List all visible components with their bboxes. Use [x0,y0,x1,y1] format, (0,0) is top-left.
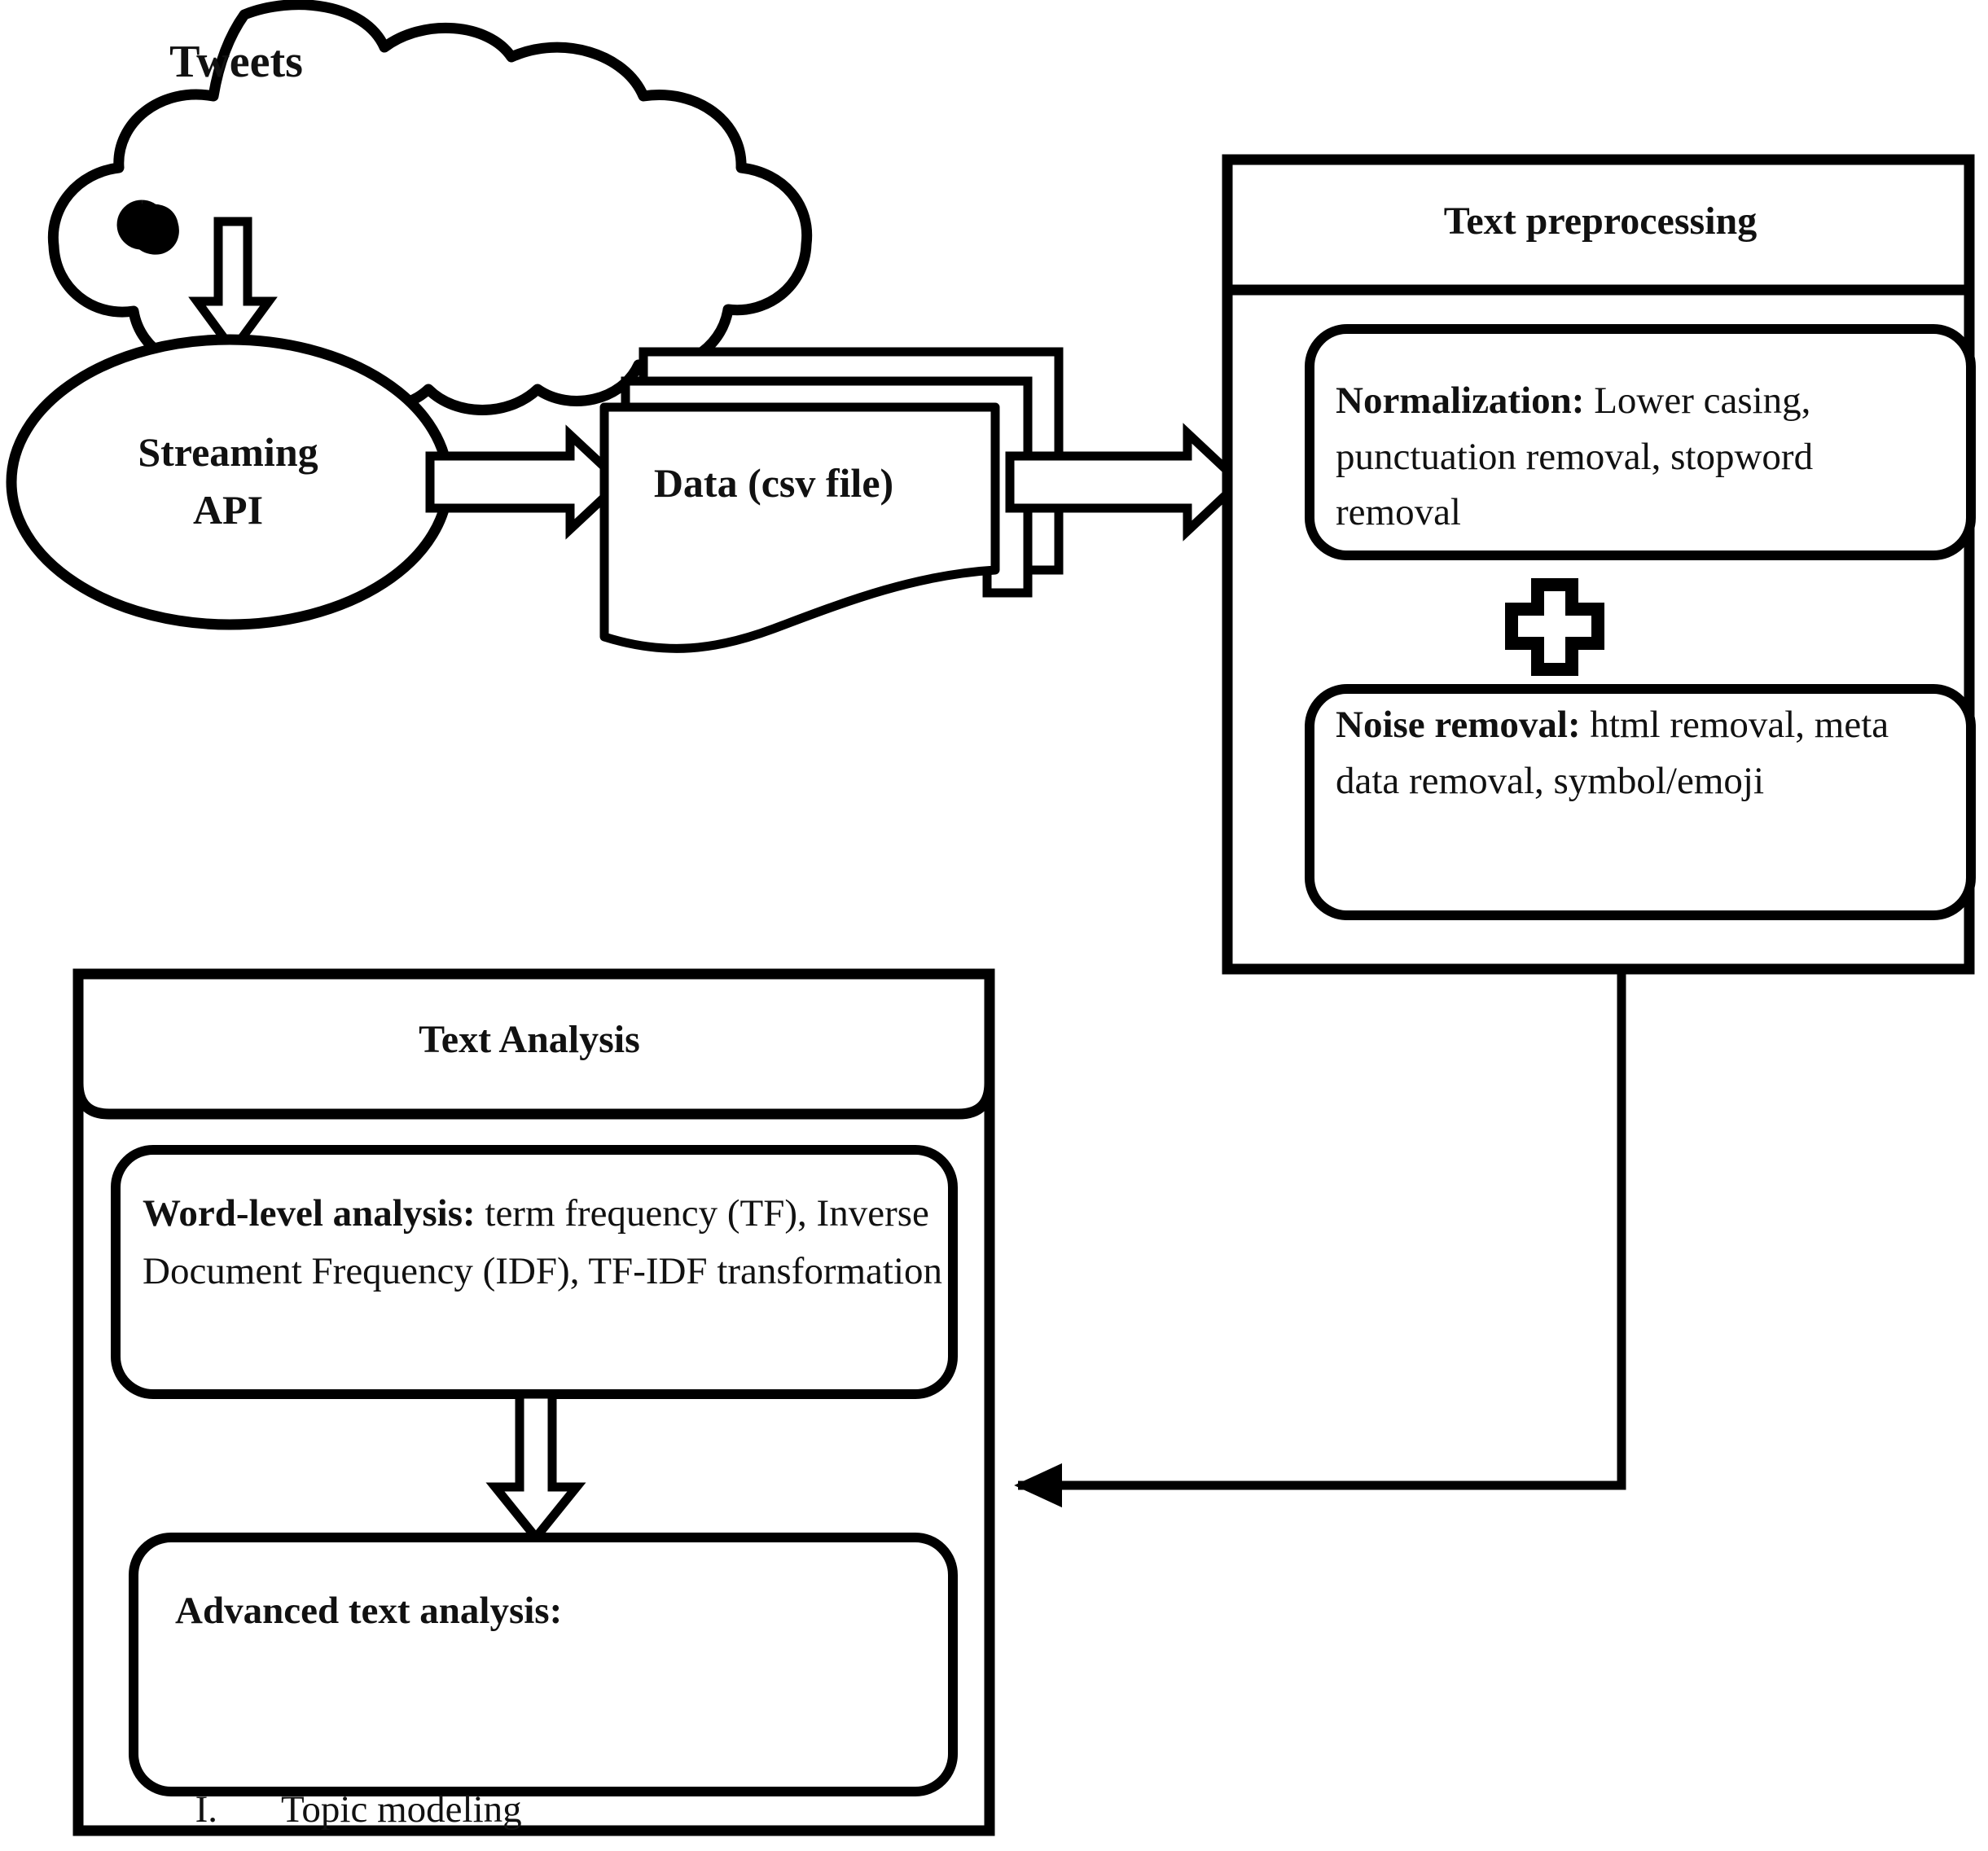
advanced-analysis-lead: Advanced text analysis: [175,1590,563,1633]
noise-removal-body: html removal, meta data removal, symbol/… [1336,704,1898,802]
edge-preprocessing-to-text-analysis [1014,969,1626,1508]
list-item-label: Topic modeling [281,1787,522,1831]
advanced-analysis-card-text: Advanced text analysis: I. Topic modelin… [175,1551,973,1851]
edge-tweets-to-streaming-api [188,217,278,358]
edge-streaming-api-to-data [425,424,628,540]
text-preprocessing-title: Text preprocessing [1443,200,1758,243]
streaming-api-label: Streaming API [138,429,318,533]
plus-joiner-icon [1505,578,1604,676]
list-item-numeral: I. [195,1787,217,1831]
normalization-card-text: Normalization: Lower casing, punctuation… [1336,373,1938,541]
text-analysis-title: Text Analysis [419,1018,640,1061]
advanced-analysis-list: I. Topic modeling II. Semantic network a… [175,1673,973,1851]
edge-word-level-to-advanced [485,1389,586,1545]
word-level-card-text: Word-level analysis: term frequency (TF)… [143,1185,957,1301]
edge-data-to-text-preprocessing [1005,423,1247,542]
list-item: I. Topic modeling [175,1783,973,1837]
word-level-lead: Word-level analysis: [143,1192,476,1235]
advanced-analysis-card-shape [129,1533,958,1796]
noise-removal-lead: Noise removal: [1336,704,1581,746]
data-csv-label: Data (csv file) [653,460,894,506]
normalization-body: Lower casing, punctuation removal, stopw… [1336,379,1823,534]
tweets-label: Tweets [169,37,303,87]
normalization-lead: Normalization: [1336,379,1585,422]
data-csv-document-shape [599,347,1064,653]
noise-removal-card-shape [1305,684,1976,920]
word-level-body: term frequency (TF), Inverse Document Fr… [143,1192,943,1293]
normalization-card-shape [1305,324,1976,560]
noise-removal-card-text: Noise removal: html removal, meta data r… [1336,697,1938,809]
